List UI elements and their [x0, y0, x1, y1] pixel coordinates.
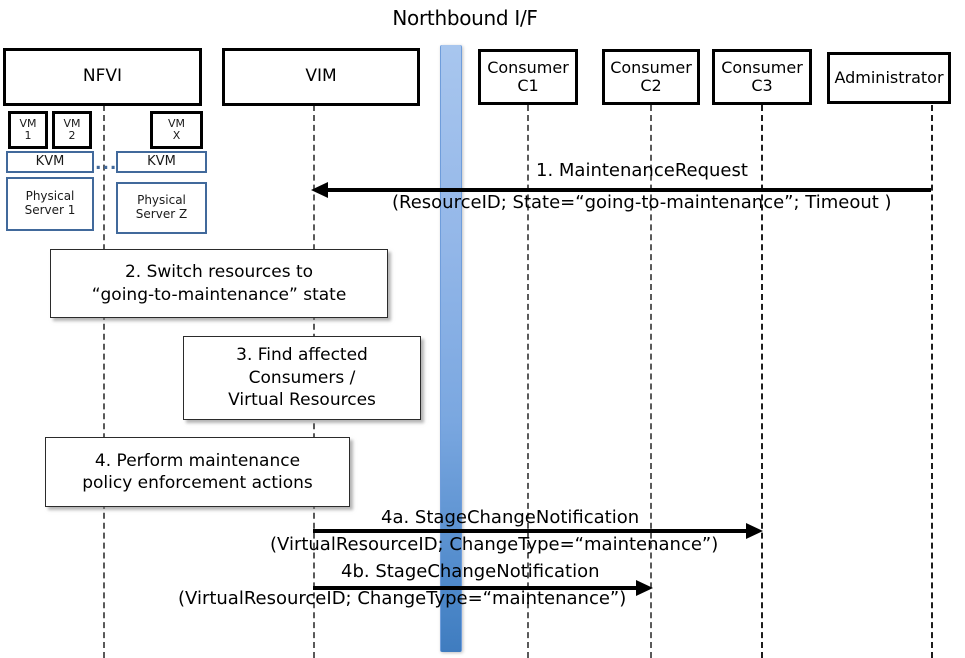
physical-server-1-label-line2: Server 1 [24, 203, 76, 217]
message-1-title: 1. MaintenanceRequest [536, 160, 748, 181]
note-step-4-line1: 4. Perform maintenance [94, 450, 301, 471]
vm-2-label-line2: 2 [68, 129, 76, 142]
actor-consumer-c3[interactable]: Consumer C3 [712, 49, 812, 105]
note-step-3-line2: Consumers / [248, 367, 356, 388]
actor-vim[interactable]: VIM [222, 48, 420, 106]
message-4a-params: (VirtualResourceID; ChangeType=“maintena… [270, 534, 719, 555]
message-1-line [325, 188, 931, 192]
note-step-3-line1: 3. Find affected [236, 345, 368, 366]
lifeline-administrator [931, 105, 933, 658]
vm-2-label-line1: VM [63, 117, 81, 131]
vm-1-label-line1: VM [19, 117, 37, 131]
lifeline-consumer-c2 [650, 105, 652, 658]
message-1-arrowhead [311, 182, 328, 198]
kvm-left-box[interactable]: KVM [6, 151, 94, 173]
ellipsis-separator: ... [95, 154, 118, 174]
vm-2-box[interactable]: VM 2 [52, 111, 92, 149]
actor-vim-label: VIM [305, 66, 337, 87]
page-title: Northbound I/F [392, 6, 538, 30]
physical-server-z-box[interactable]: Physical Server Z [116, 182, 207, 234]
actor-administrator-label: Administrator [834, 67, 944, 87]
note-step-2[interactable]: 2. Switch resources to “going-to-mainten… [50, 249, 388, 318]
vm-1-box[interactable]: VM 1 [8, 111, 48, 149]
actor-nfvi-label: NFVI [82, 66, 123, 87]
note-step-2-line2: “going-to-maintenance” state [91, 284, 347, 305]
kvm-right-box[interactable]: KVM [116, 151, 207, 173]
actor-consumer-c1-label-line2: C1 [517, 76, 539, 95]
message-4b-arrowhead [636, 580, 653, 596]
note-step-4-line2: policy enforcement actions [82, 473, 313, 493]
actor-consumer-c2[interactable]: Consumer C2 [602, 49, 700, 105]
actor-consumer-c2-label-line1: Consumer [610, 57, 692, 77]
lifeline-consumer-c3 [761, 105, 763, 658]
actor-nfvi[interactable]: NFVI [3, 48, 202, 106]
actor-administrator[interactable]: Administrator [827, 52, 951, 104]
message-4a-line [313, 529, 747, 533]
kvm-right-label: KVM [147, 153, 176, 169]
northbound-interface-bar [440, 45, 462, 652]
vm-x-label-line2: X [172, 129, 181, 142]
message-1-params: (ResourceID; State=“going-to-maintenance… [392, 192, 892, 213]
message-4a-title: 4a. StageChangeNotification [381, 507, 640, 528]
vm-x-label-line1: VM [167, 117, 185, 131]
vm-x-box[interactable]: VM X [150, 111, 203, 149]
lifeline-nfvi [103, 105, 105, 658]
physical-server-1-box[interactable]: Physical Server 1 [6, 177, 94, 231]
note-step-2-line1: 2. Switch resources to [124, 262, 314, 283]
vm-1-label-line2: 1 [24, 129, 32, 142]
message-4a-arrowhead [746, 523, 763, 539]
actor-consumer-c1[interactable]: Consumer C1 [478, 49, 578, 105]
note-step-3-line3: Virtual Resources [228, 390, 376, 411]
message-4b-line [313, 586, 637, 590]
actor-consumer-c1-label-line1: Consumer [487, 57, 569, 77]
lifeline-consumer-c1 [527, 105, 529, 658]
actor-consumer-c3-label-line2: C3 [751, 76, 773, 95]
kvm-left-label: KVM [35, 153, 65, 169]
actor-consumer-c3-label-line1: Consumer [721, 57, 803, 77]
physical-server-z-label-line1: Physical [137, 193, 186, 208]
actor-consumer-c2-label-line2: C2 [640, 76, 662, 95]
note-step-3[interactable]: 3. Find affected Consumers / Virtual Res… [183, 336, 421, 420]
note-step-4[interactable]: 4. Perform maintenance policy enforcemen… [45, 437, 350, 507]
physical-server-1-label-line1: Physical [25, 189, 75, 204]
physical-server-z-label-line2: Server Z [135, 207, 188, 221]
message-4b-params: (VirtualResourceID; ChangeType=“maintena… [178, 588, 627, 609]
message-4b-title: 4b. StageChangeNotification [341, 561, 600, 582]
